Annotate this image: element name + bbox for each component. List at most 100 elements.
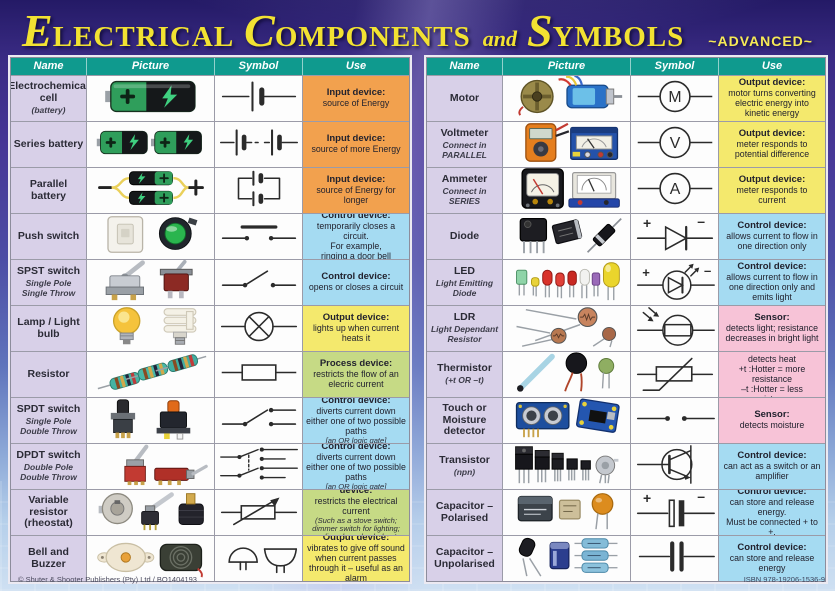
diode-symbol: +– [633, 214, 717, 259]
component-name: Bell and Buzzer [28, 545, 69, 570]
picture-cell [503, 352, 631, 397]
column-header-picture: Picture [503, 58, 631, 75]
use-device-type: Output device: [738, 174, 806, 186]
use-description: opens or closes a circuit [308, 282, 404, 293]
use-note: [an OR logic gate] [325, 435, 387, 443]
symbol-cell [631, 444, 719, 489]
use-device-type: Input device: [326, 87, 386, 99]
svg-text:–: – [703, 262, 710, 277]
ldr-picture [506, 306, 628, 351]
led-picture [506, 260, 628, 305]
picture-cell [87, 76, 215, 121]
symbol-cell [215, 168, 303, 213]
use-note: (Such as a stove switch; dimmer switch f… [312, 515, 400, 535]
component-subname: Double Pole Double Throw [20, 462, 77, 482]
use-cell: Control device:allows current to flow in… [719, 260, 825, 305]
picture-cell [503, 260, 631, 305]
variable-resistor-symbol [217, 490, 301, 535]
name-cell: Capacitor – Unpolarised [427, 536, 503, 581]
component-subname: (battery) [31, 104, 66, 115]
picture-cell [87, 214, 215, 259]
use-cell: Control device:allows current to flow in… [719, 214, 825, 259]
picture-cell [87, 352, 215, 397]
picture-cell [87, 122, 215, 167]
svg-text:A: A [669, 181, 680, 198]
picture-cell [87, 168, 215, 213]
component-name: Diode [449, 229, 480, 242]
use-cell: Control device:diverts current down eith… [303, 398, 409, 443]
ammeter-picture [506, 168, 628, 213]
picture-cell [87, 260, 215, 305]
title-suffix-advanced: ~ADVANCED~ [708, 33, 813, 49]
picture-cell [503, 490, 631, 535]
use-description: detects heat +t :Hotter = more resistanc… [738, 354, 806, 397]
use-cell: Input device:source of Energy for longer [303, 168, 409, 213]
use-device-type: Control device: [737, 490, 807, 498]
use-cell: Output device:motor turns converting ele… [719, 76, 825, 121]
bell-buzzer-symbol [217, 536, 301, 581]
symbol-cell: +– [631, 490, 719, 535]
use-cell: Control device:opens or closes a circuit [303, 260, 409, 305]
variable-resistor-picture [90, 490, 212, 535]
name-cell: Push switch [11, 214, 87, 259]
symbol-cell [215, 398, 303, 443]
diode-picture [506, 214, 628, 259]
use-description: allows current to flow in one direction … [726, 231, 818, 251]
picture-cell [87, 398, 215, 443]
table-row: Electrochemical cell(battery)Input devic… [11, 75, 409, 121]
component-name: Capacitor – Polarised [435, 499, 494, 524]
use-description: motor turns converting electric energy i… [728, 88, 816, 118]
use-description: lights up when current heats it [312, 323, 400, 343]
resistor-picture [90, 352, 212, 397]
use-cell: Control device:diverts current down eith… [303, 444, 409, 489]
title-initial-s: S [527, 5, 553, 56]
use-device-type: Sensor: [754, 352, 789, 355]
name-cell: Series battery [11, 122, 87, 167]
use-device-type: Output device: [738, 128, 806, 140]
symbol-cell: V [631, 122, 719, 167]
column-header-use: Use [345, 60, 367, 72]
symbol-cell [215, 214, 303, 259]
use-cell: Sensor:detects moisture [719, 398, 825, 443]
picture-cell [87, 490, 215, 535]
use-device-type: Control device: [321, 444, 391, 453]
svg-text:+: + [642, 264, 650, 279]
spst-switch-symbol [217, 260, 301, 305]
component-subname: Single Pole Double Throw [20, 416, 77, 436]
resistor-symbol [217, 352, 301, 397]
use-device-type: Output device: [322, 312, 390, 324]
picture-cell [503, 398, 631, 443]
symbol-cell [215, 76, 303, 121]
component-name: Thermistor [437, 362, 492, 375]
use-description: source of more Energy [311, 144, 401, 155]
component-name: SPDT switch [16, 403, 81, 416]
symbol-cell [631, 398, 719, 443]
column-header-use: Use [761, 60, 783, 72]
name-cell: Lamp / Light bulb [11, 306, 87, 351]
cell-symbol [217, 76, 301, 121]
motor-symbol: M [633, 76, 717, 121]
table-row: Variable resistor (rheostat)Adjustable p… [11, 489, 409, 535]
component-name: SPST switch [16, 265, 80, 278]
push-switch-picture [90, 214, 212, 259]
component-name: Variable resistor (rheostat) [24, 493, 73, 530]
component-name: Voltmeter [440, 127, 489, 140]
use-device-type: Control device: [737, 220, 807, 232]
use-description: restricts the electrical current [314, 495, 398, 516]
battery-picture [90, 76, 212, 121]
spdt-switch-symbol [217, 398, 301, 443]
use-description: source of Energy [322, 98, 390, 109]
